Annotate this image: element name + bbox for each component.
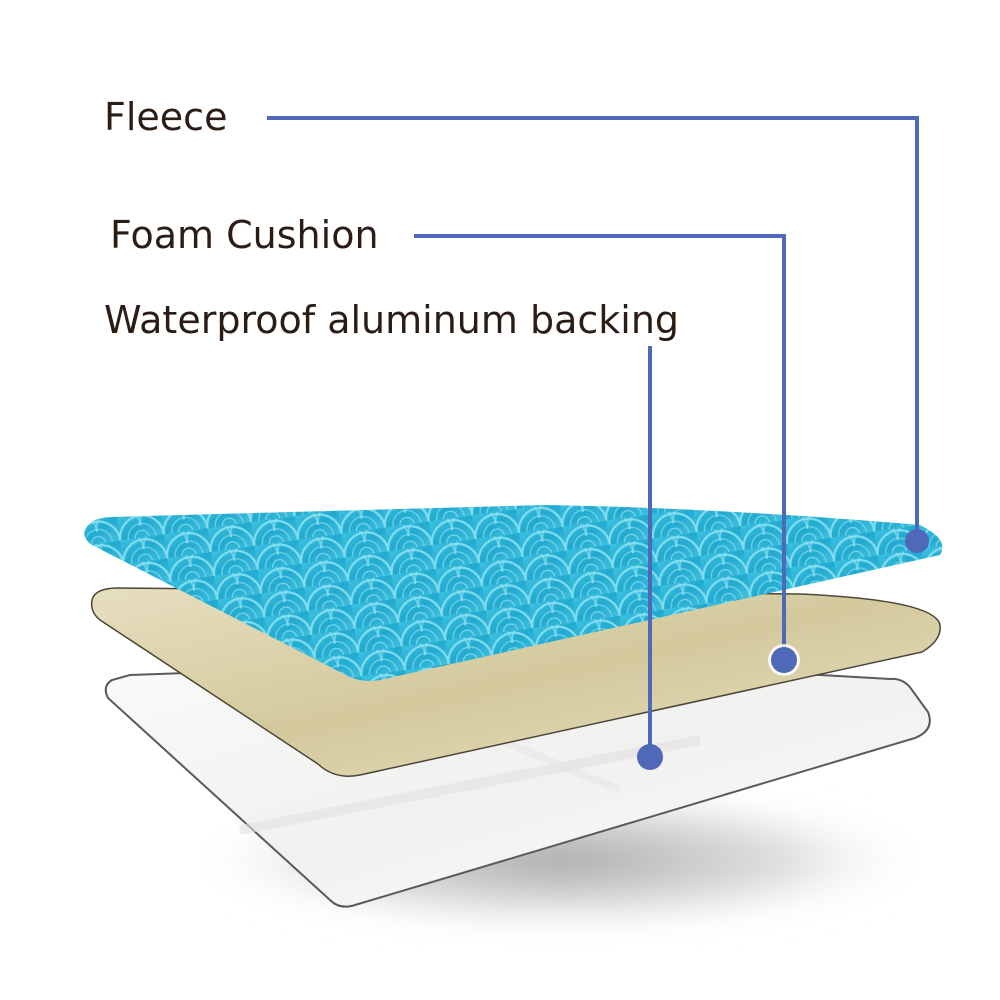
label-fleece: Fleece xyxy=(104,95,228,139)
marker-dot-foam-cushion xyxy=(771,647,797,673)
marker-dot-fleece xyxy=(905,529,929,553)
layer-fleece xyxy=(84,505,943,681)
label-foam-cushion: Foam Cushion xyxy=(110,213,379,257)
leader-foam-cushion xyxy=(414,234,800,676)
leader-waterproof-backing xyxy=(637,346,663,770)
marker-dot-waterproof-backing xyxy=(637,744,663,770)
leader-fleece xyxy=(267,116,929,553)
label-waterproof-backing: Waterproof aluminum backing xyxy=(104,298,680,342)
